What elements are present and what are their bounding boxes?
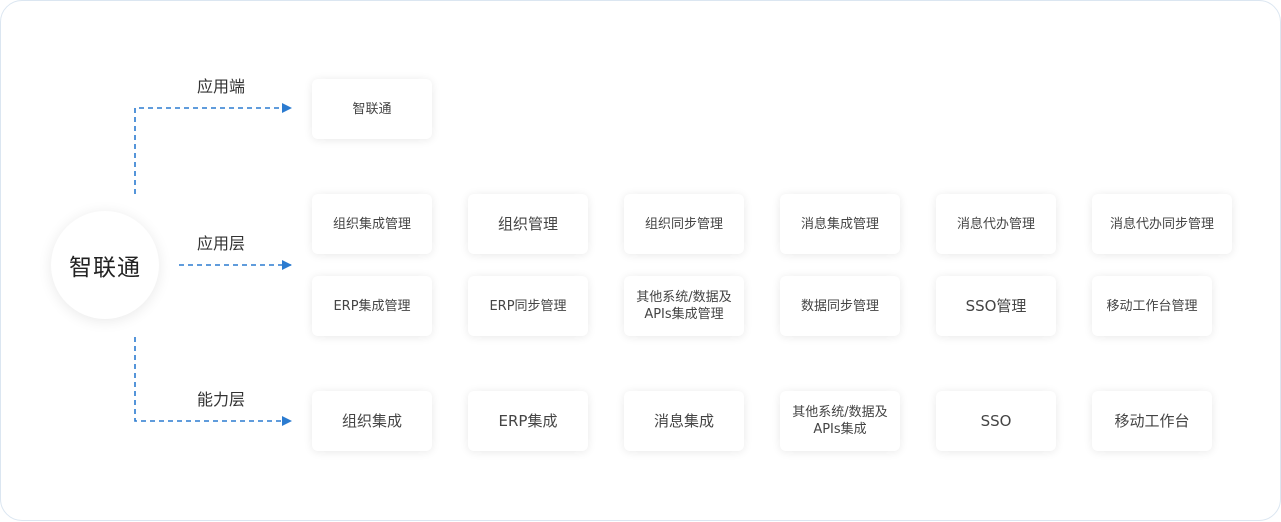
card-org-mgmt[interactable]: 组织管理 bbox=[468, 194, 588, 254]
card-message-integration[interactable]: 消息集成 bbox=[624, 391, 744, 451]
card-erp-sync-mgmt[interactable]: ERP同步管理 bbox=[468, 276, 588, 336]
card-other-apis-integration[interactable]: 其他系统/数据及 APIs集成 bbox=[780, 391, 900, 451]
layer-label-capability-layer: 能力层 bbox=[197, 390, 246, 409]
card-mobile-workbench-mgmt[interactable]: 移动工作台管理 bbox=[1092, 276, 1212, 336]
card-org-integration[interactable]: 组织集成 bbox=[312, 391, 432, 451]
root-node[interactable]: 智联通 bbox=[51, 211, 159, 319]
card-message-todo-mgmt[interactable]: 消息代办管理 bbox=[936, 194, 1056, 254]
card-other-apis-integration-mgmt[interactable]: 其他系统/数据及 APIs集成管理 bbox=[624, 276, 744, 336]
layer-label-app-end: 应用端 bbox=[197, 77, 246, 96]
card-message-todo-sync-mgmt[interactable]: 消息代办同步管理 bbox=[1092, 194, 1232, 254]
card-org-integration-mgmt[interactable]: 组织集成管理 bbox=[312, 194, 432, 254]
card-data-sync-mgmt[interactable]: 数据同步管理 bbox=[780, 276, 900, 336]
connector-top bbox=[134, 103, 292, 194]
card-app-end-zhiliantong[interactable]: 智联通 bbox=[312, 79, 432, 139]
card-erp-integration[interactable]: ERP集成 bbox=[468, 391, 588, 451]
card-org-sync-mgmt[interactable]: 组织同步管理 bbox=[624, 194, 744, 254]
card-message-integration-mgmt[interactable]: 消息集成管理 bbox=[780, 194, 900, 254]
connector-bottom bbox=[134, 337, 292, 426]
card-sso[interactable]: SSO bbox=[936, 391, 1056, 451]
layer-label-app-layer: 应用层 bbox=[197, 234, 246, 253]
card-mobile-workbench[interactable]: 移动工作台 bbox=[1092, 391, 1212, 451]
card-erp-integration-mgmt[interactable]: ERP集成管理 bbox=[312, 276, 432, 336]
card-sso-mgmt[interactable]: SSO管理 bbox=[936, 276, 1056, 336]
